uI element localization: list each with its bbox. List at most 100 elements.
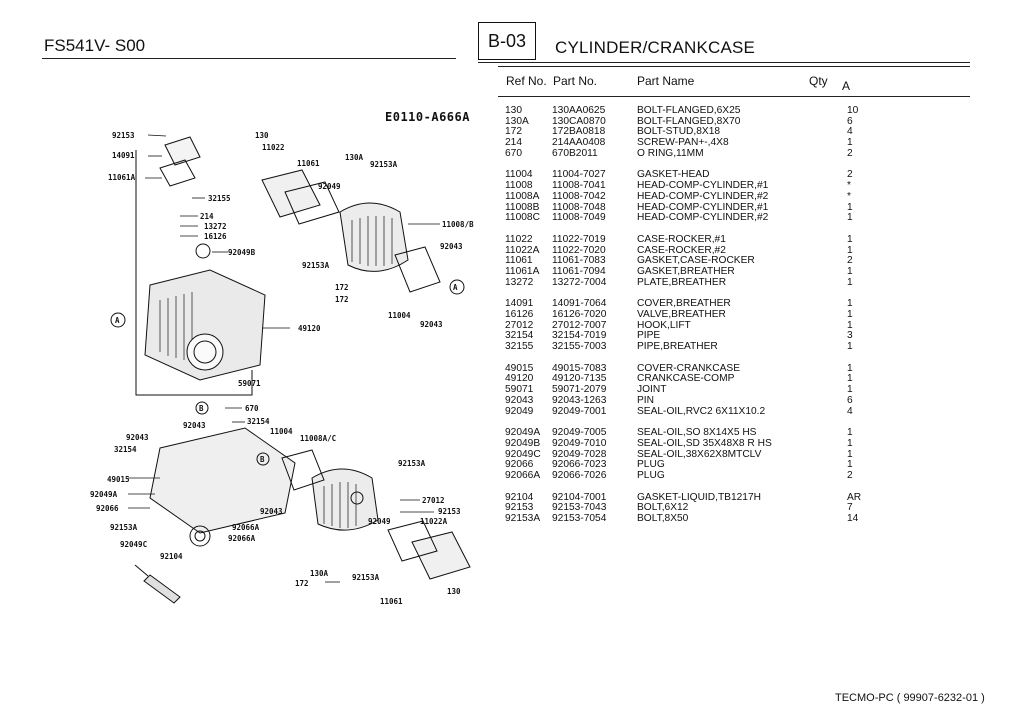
part-number: 32155-7003 bbox=[552, 341, 607, 353]
part-qty: 2 bbox=[847, 169, 853, 181]
callout-label: 172 bbox=[295, 579, 309, 588]
part-name: COVER-CRANKCASE bbox=[637, 362, 741, 374]
cover-seal bbox=[189, 525, 211, 547]
crankcase bbox=[144, 269, 266, 381]
rocker-case bbox=[261, 169, 321, 218]
part-qty: 1 bbox=[847, 201, 853, 213]
part-ref-no: 11022 bbox=[505, 233, 533, 245]
part-ref-no: 92153 bbox=[505, 502, 534, 514]
callout-label: 92104 bbox=[160, 552, 183, 561]
part-qty: 1 bbox=[847, 137, 853, 149]
part-name: PLUG bbox=[637, 469, 665, 481]
part-number: 11008-7041 bbox=[552, 180, 606, 192]
part-name: SEAL-OIL,SD 35X48X8 R HS bbox=[637, 437, 772, 449]
part-qty: 6 bbox=[847, 115, 853, 127]
part-ref-no: 11008B bbox=[505, 201, 540, 213]
part-number: 670B2011 bbox=[552, 147, 598, 159]
part-ref-no: 11061A bbox=[505, 265, 540, 277]
part-qty: 7 bbox=[847, 502, 853, 514]
part-ref-no: 92049B bbox=[505, 437, 541, 449]
part-number: 49120-7135 bbox=[552, 373, 607, 385]
part-name: COVER,BREATHER bbox=[637, 298, 731, 310]
part-ref-no: 92104 bbox=[505, 491, 534, 503]
callout-label: 13272 bbox=[204, 222, 227, 231]
cylinder-bore bbox=[186, 333, 224, 371]
part-name: SEAL-OIL,SO 8X14X5 HS bbox=[637, 427, 757, 439]
part-ref-no: 92049 bbox=[505, 405, 534, 417]
part-number: 92043-1263 bbox=[552, 394, 607, 406]
callout-label: 49120 bbox=[298, 324, 321, 333]
model-number: FS541V- S00 bbox=[44, 36, 146, 55]
part-number: 11004-7027 bbox=[552, 169, 606, 181]
part-qty: * bbox=[847, 180, 851, 192]
callout-label: A bbox=[453, 283, 458, 292]
part-ref-no: 670 bbox=[505, 147, 522, 159]
callout-label: 11061A bbox=[108, 173, 136, 182]
part-name: HEAD-COMP-CYLINDER,#2 bbox=[637, 190, 769, 202]
part-qty: 6 bbox=[847, 394, 853, 406]
part-ref-no: 214 bbox=[505, 137, 522, 149]
diagram-code: E0110-A666A bbox=[385, 110, 470, 124]
part-ref-no: 14091 bbox=[505, 298, 534, 310]
part-name: BOLT,8X50 bbox=[637, 513, 689, 524]
part-qty: 1 bbox=[847, 319, 853, 331]
callout-label: 130A bbox=[310, 569, 329, 578]
part-name: CASE-ROCKER,#1 bbox=[637, 233, 726, 245]
part-number: 32154-7019 bbox=[552, 330, 607, 342]
part-number: 214AA0408 bbox=[552, 137, 606, 149]
callout-label: 92153A bbox=[110, 523, 138, 532]
part-number: 92153-7043 bbox=[552, 502, 607, 514]
part-ref-no: 11022A bbox=[505, 244, 540, 256]
part-ref-no: 11008 bbox=[505, 180, 533, 192]
part-number: 49015-7083 bbox=[552, 362, 607, 374]
part-qty: 1 bbox=[847, 384, 853, 396]
part-number: 14091-7064 bbox=[552, 298, 607, 310]
part-ref-no: 92066 bbox=[505, 459, 534, 471]
callout-label: 92066A bbox=[232, 523, 260, 532]
col-header-part-name: Part Name bbox=[637, 74, 695, 88]
title-rule bbox=[478, 62, 970, 63]
part-qty: 4 bbox=[847, 126, 853, 138]
callout-label: 130 bbox=[255, 131, 269, 140]
part-ref-no: 92049A bbox=[505, 427, 541, 439]
part-number: 92066-7023 bbox=[552, 459, 607, 471]
rocker-gasket bbox=[284, 181, 340, 225]
part-number: 11008-7042 bbox=[552, 190, 606, 202]
seal-ring bbox=[195, 243, 211, 259]
part-qty: 3 bbox=[847, 330, 853, 342]
part-qty: 1 bbox=[847, 373, 853, 385]
part-qty: 1 bbox=[847, 448, 853, 460]
part-ref-no: 130 bbox=[505, 105, 522, 116]
part-name: O RING,11MM bbox=[637, 147, 704, 159]
part-qty: 1 bbox=[847, 276, 853, 288]
col-header-part-no: Part No. bbox=[553, 74, 598, 88]
part-ref-no: 92066A bbox=[505, 469, 541, 481]
cylinder-bore-inner bbox=[193, 340, 217, 364]
callout-label: 92153A bbox=[370, 160, 398, 169]
cylinder-head-upper bbox=[339, 202, 409, 272]
callout-label: 49015 bbox=[107, 475, 130, 484]
part-name: CASE-ROCKER,#2 bbox=[637, 244, 726, 256]
part-name: GASKET-LIQUID,TB1217H bbox=[637, 491, 761, 503]
bracket-frame bbox=[135, 150, 253, 396]
cylinder-head-lower bbox=[311, 468, 379, 531]
part-qty: 2 bbox=[847, 469, 853, 481]
callout-label: 172 bbox=[335, 283, 349, 292]
part-ref-no: 11008A bbox=[505, 190, 540, 202]
